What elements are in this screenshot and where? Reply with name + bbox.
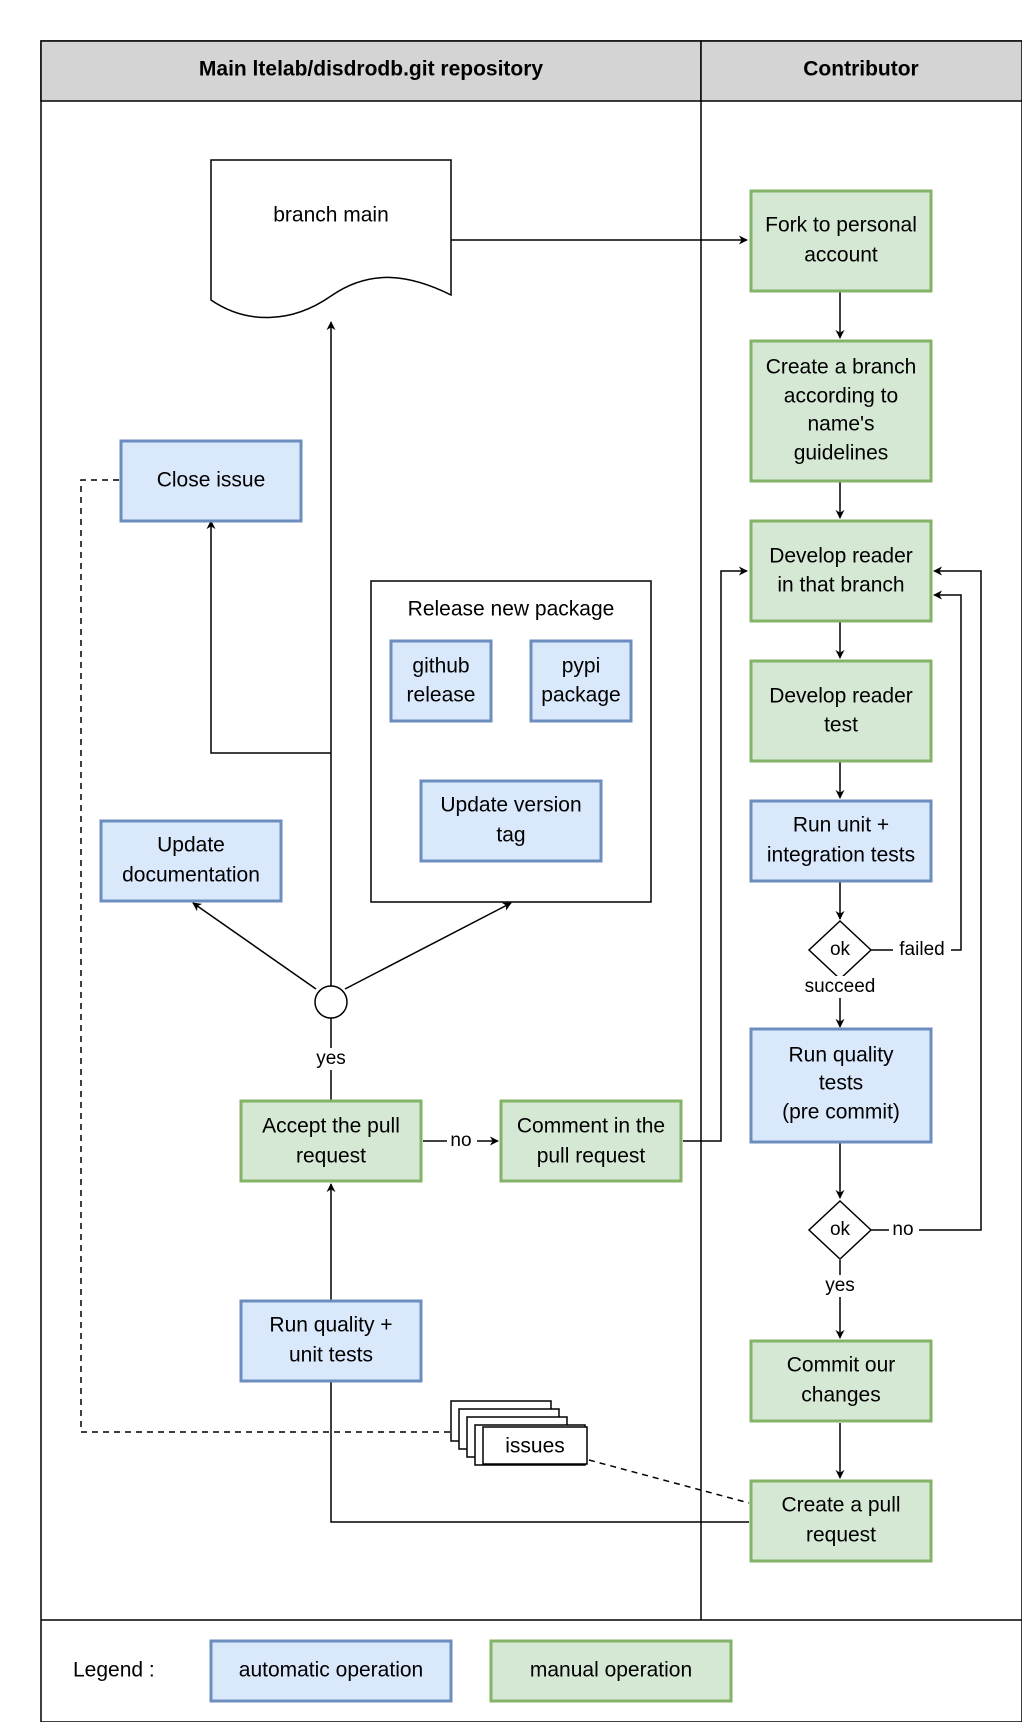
run-quality-precommit-label-2: tests <box>819 1072 863 1095</box>
issues-label: issues <box>505 1435 565 1458</box>
develop-reader-label-2: in that branch <box>777 574 904 597</box>
create-pull-request-node: Create a pull request <box>749 1479 933 1563</box>
run-quality-unit-tests-label-2: unit tests <box>289 1344 373 1367</box>
legend-automatic-label: automatic operation <box>239 1659 423 1682</box>
create-branch-label-4: guidelines <box>794 442 889 465</box>
pypi-package-label-2: package <box>541 684 620 707</box>
develop-reader-node: Develop reader in that branch <box>749 519 933 623</box>
run-unit-integration-label-1: Run unit + <box>793 814 889 837</box>
commit-changes-node: Commit our changes <box>749 1339 933 1423</box>
accept-pull-request-label-1: Accept the pull <box>262 1115 400 1138</box>
develop-reader-label-1: Develop reader <box>769 545 913 568</box>
commit-changes-label-2: changes <box>801 1384 880 1407</box>
comment-pull-request-label-2: pull request <box>537 1145 646 1168</box>
legend-automatic-swatch <box>209 1639 453 1703</box>
yes-accept-label: yes <box>316 1048 346 1069</box>
legend-manual-label: manual operation <box>530 1659 692 1682</box>
edge-merge-to-release <box>344 902 512 990</box>
yes-precommit-label: yes <box>825 1275 855 1296</box>
run-quality-precommit-label-3: (pre commit) <box>782 1101 900 1124</box>
decision-ok-2-label: ok <box>830 1219 851 1240</box>
run-quality-unit-tests-label-1: Run quality + <box>269 1314 392 1337</box>
contributor-lane-header <box>700 40 1022 102</box>
failed-label-bg <box>893 939 951 961</box>
create-pull-request-label-2: request <box>806 1524 876 1547</box>
dashed-links <box>80 479 750 1504</box>
contributor-lane-title: Contributor <box>803 58 918 81</box>
create-pull-request-label-1: Create a pull <box>781 1494 900 1517</box>
issues-node: issues <box>450 1400 588 1466</box>
comment-pull-request-node: Comment in the pull request <box>499 1099 683 1183</box>
create-branch-label-3: name's <box>807 413 874 436</box>
succeed-label: succeed <box>805 976 876 997</box>
edge-pr-to-issues <box>588 1459 750 1504</box>
accept-pull-request-label-2: request <box>296 1145 366 1168</box>
github-release-node: github release <box>389 639 493 723</box>
branch-main-label: branch main <box>273 204 389 227</box>
accept-pull-request-node: Accept the pull request <box>239 1099 423 1183</box>
pypi-package-label-1: pypi <box>562 655 601 678</box>
github-release-label-2: release <box>407 684 476 707</box>
run-unit-integration-tests-node: Run unit + integration tests <box>749 799 933 883</box>
release-group-title: Release new package <box>408 598 615 621</box>
merge-junction <box>314 985 348 1019</box>
main-lane-header <box>40 40 702 102</box>
github-release-label-1: github <box>412 655 469 678</box>
pypi-package-node: pypi package <box>529 639 633 723</box>
run-unit-integration-label-2: integration tests <box>767 844 915 867</box>
yes-precommit-bg <box>820 1275 860 1297</box>
edge-comment-to-develop <box>683 566 748 1142</box>
develop-reader-test-label-2: test <box>824 714 858 737</box>
edge-pr-to-quality-unit <box>326 1354 749 1523</box>
no-precommit-label: no <box>892 1219 913 1240</box>
comment-pull-request-label-1: Comment in the <box>517 1115 665 1138</box>
no-accept-label: no <box>450 1130 471 1151</box>
update-documentation-label-2: documentation <box>122 864 260 887</box>
legend-manual-swatch <box>489 1639 733 1703</box>
update-version-tag-node: Update version tag <box>419 779 603 863</box>
fork-node: Fork to personal account <box>749 189 933 293</box>
update-documentation-node: Update documentation <box>99 819 283 903</box>
decision-ok-2: ok <box>807 1199 873 1261</box>
edge-no-loop <box>871 566 982 1231</box>
decision-ok-1: ok <box>807 919 873 981</box>
update-version-tag-label-1: Update version <box>440 794 581 817</box>
edge-merge-to-documentation <box>192 902 317 990</box>
decision-ok-1-label: ok <box>830 939 851 960</box>
fork-label-1: Fork to personal <box>765 214 917 237</box>
create-branch-label-1: Create a branch <box>766 356 917 379</box>
develop-reader-test-label-1: Develop reader <box>769 685 913 708</box>
develop-reader-test-node: Develop reader test <box>749 659 933 763</box>
run-quality-precommit-node: Run quality tests (pre commit) <box>749 1027 933 1144</box>
succeed-label-bg <box>800 976 880 998</box>
commit-changes-label-1: Commit our <box>787 1354 896 1377</box>
run-quality-precommit-label-1: Run quality <box>788 1044 894 1067</box>
update-documentation-label-1: Update <box>157 834 225 857</box>
update-version-tag-label-2: tag <box>496 824 525 847</box>
no-precommit-bg <box>889 1219 919 1241</box>
failed-label: failed <box>899 939 944 960</box>
legend-title: Legend : <box>73 1659 155 1682</box>
create-branch-label-2: according to <box>784 385 898 408</box>
no-accept-bg <box>447 1130 477 1152</box>
create-branch-node: Create a branch according to name's guid… <box>749 339 933 483</box>
fork-label-2: account <box>804 244 878 267</box>
main-lane-title: Main ltelab/disdrodb.git repository <box>199 58 544 81</box>
yes-accept-bg <box>311 1048 351 1070</box>
close-issue-label: Close issue <box>157 469 266 492</box>
close-issue-node: Close issue <box>119 439 303 523</box>
branch-main-node: branch main <box>210 159 452 319</box>
run-quality-unit-tests-node: Run quality + unit tests <box>239 1299 423 1383</box>
legend: Legend : automatic operation manual oper… <box>73 1639 733 1703</box>
edge-merge-to-close-issue <box>206 520 331 754</box>
